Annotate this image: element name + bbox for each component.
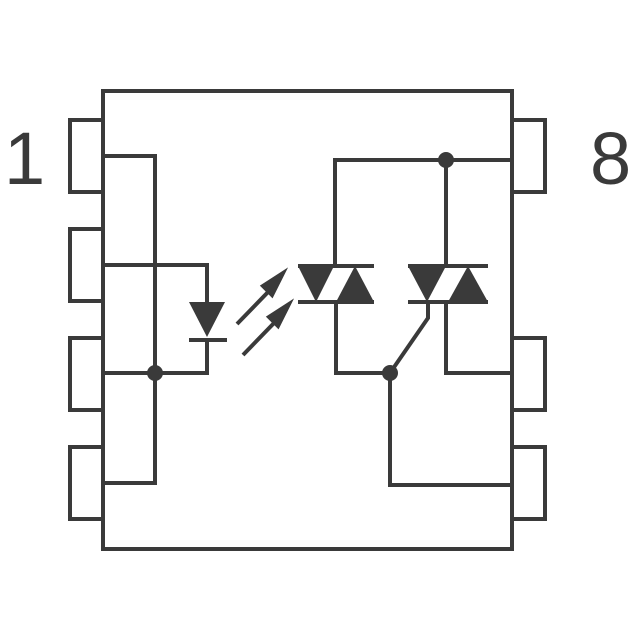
pin-4 [68,445,105,521]
triac-1-icon [298,264,374,304]
wire-pin2-anode [101,263,209,302]
wire-triac2-bottom [444,302,512,375]
light-arrows-icon [235,267,295,357]
pin-5 [510,445,547,521]
wire-pin3-cathode [101,338,209,375]
pin-1 [68,118,105,194]
pin-8-label: 8 [590,117,632,200]
wire-pin1 [101,154,157,485]
junction-dot [147,365,163,381]
pin-3 [68,336,105,412]
junction-dot [382,365,398,381]
wire-triac1-top [333,158,512,266]
pin-8 [510,118,547,194]
pin-2 [68,227,105,303]
package-body [101,89,514,551]
wire-pin5 [388,373,512,487]
pin-6 [510,336,547,412]
wire-triac2-gate [388,302,430,375]
triac-2-icon [408,264,488,304]
wire-triac1-bottom [334,302,390,375]
pin-1-label: 1 [4,117,46,200]
junction-dot [438,152,454,168]
led-icon [189,302,227,342]
